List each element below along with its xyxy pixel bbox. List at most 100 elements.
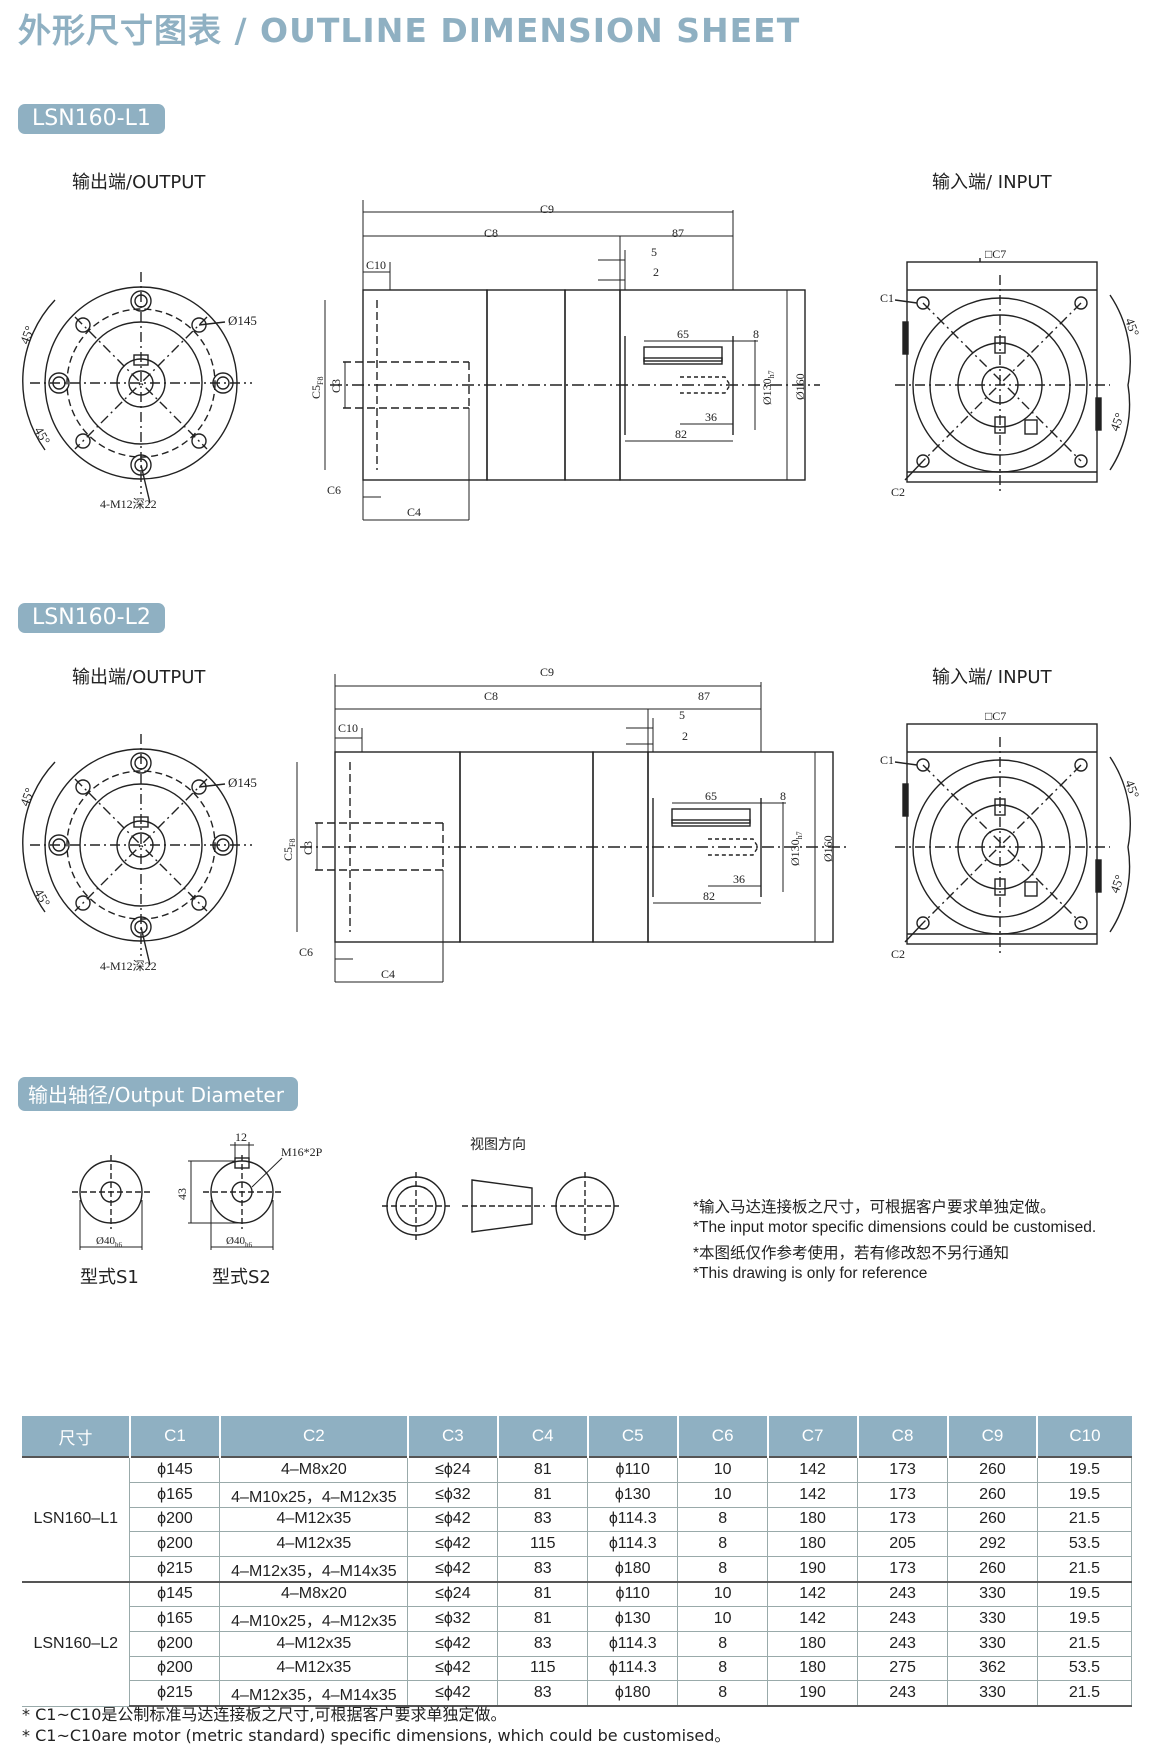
table-cell: ϕ180	[587, 1555, 679, 1582]
dim-c7: □C7	[985, 247, 1006, 261]
dim-c2: C2	[891, 485, 905, 499]
table-cell: ≤ϕ42	[407, 1631, 499, 1657]
column-header: C6	[676, 1416, 768, 1457]
table-cell: ϕ130	[587, 1481, 679, 1508]
angle-label: 45°	[17, 786, 37, 808]
table-cell: 81	[497, 1606, 589, 1632]
table-cell: 243	[857, 1580, 949, 1607]
table-cell: 115	[497, 1655, 589, 1681]
table-cell: 330	[947, 1631, 1038, 1657]
column-header: C9	[946, 1416, 1038, 1457]
table-cell: 180	[767, 1506, 859, 1532]
table-cell: ϕ110	[587, 1456, 679, 1483]
dim-65: 65	[705, 789, 717, 803]
table-cell: 81	[497, 1456, 589, 1483]
table-cell: 10	[677, 1606, 769, 1632]
dim-87: 87	[698, 689, 710, 703]
table-cell: ≤ϕ42	[407, 1555, 499, 1582]
output-view-label: 输出端/OUTPUT	[72, 172, 206, 193]
table-cell: 21.5	[1036, 1506, 1133, 1532]
table-cell: 4–M12x35	[219, 1631, 409, 1657]
table-cell: ϕ114.3	[587, 1631, 679, 1657]
dim-c8: C8	[484, 689, 498, 703]
table-cell: 21.5	[1036, 1555, 1133, 1582]
angle-label: 45°	[1122, 778, 1142, 800]
table-cell: 4–M12x35，4–M14x35	[219, 1680, 409, 1707]
table-cell: 8	[677, 1531, 769, 1557]
s2-dim: Ø40h6	[226, 1235, 252, 1249]
note-3: *本图纸仅作参考使用，若有修改恕不另行通知	[693, 1245, 1010, 1262]
table-cell: 115	[497, 1531, 589, 1557]
table-cell: 4–M12x35，4–M14x35	[219, 1555, 409, 1582]
table-cell: ≤ϕ42	[407, 1655, 499, 1681]
model-cell: LSN160–L1	[22, 1456, 131, 1582]
table-cell: 260	[947, 1506, 1038, 1532]
table-cell: 81	[497, 1481, 589, 1508]
dim-c3: C3	[329, 379, 343, 393]
table-cell: 10	[677, 1580, 769, 1607]
column-header: C4	[496, 1416, 588, 1457]
table-cell: 4–M8x20	[219, 1580, 409, 1607]
table-cell: ≤ϕ24	[407, 1580, 499, 1607]
table-cell: ≤ϕ32	[407, 1481, 499, 1508]
table-cell: 19.5	[1036, 1580, 1133, 1607]
table-cell: 173	[857, 1555, 949, 1582]
view-direction-label: 视图方向	[470, 1137, 526, 1153]
dim-subscript: h6	[115, 1241, 123, 1249]
page-title: 外形尺寸图表 / OUTLINE DIMENSION SHEET	[18, 11, 801, 50]
table-cell: ≤ϕ32	[407, 1606, 499, 1632]
dim-c9: C9	[540, 202, 554, 216]
dim-subscript: h6	[245, 1241, 253, 1249]
table-cell: 180	[767, 1655, 859, 1681]
input-view-label: 输入端/ INPUT	[932, 172, 1052, 193]
table-cell: 173	[857, 1481, 949, 1508]
dim-c3: C3	[301, 841, 315, 855]
note-2: *The input motor specific dimensions cou…	[693, 1219, 1097, 1236]
dim-145: Ø145	[228, 775, 257, 790]
table-cell: ≤ϕ42	[407, 1680, 499, 1707]
table-cell: 243	[857, 1680, 949, 1707]
column-header: C1	[128, 1416, 220, 1457]
angle-label: 45°	[1107, 873, 1127, 895]
table-cell: 10	[677, 1456, 769, 1483]
table-cell: 4–M12x35	[219, 1655, 409, 1681]
angle-label: 45°	[1107, 411, 1127, 433]
column-header: C10	[1036, 1416, 1132, 1457]
table-cell: 19.5	[1036, 1481, 1133, 1508]
table-cell: 362	[947, 1655, 1038, 1681]
s2-width: 12	[235, 1130, 247, 1144]
table-cell: 330	[947, 1580, 1038, 1607]
table-cell: ≤ϕ42	[407, 1531, 499, 1557]
dim-8: 8	[753, 327, 759, 341]
dim-130: Ø130h7	[760, 370, 776, 405]
table-cell: ϕ200	[129, 1655, 221, 1681]
dim-160: Ø160	[793, 373, 807, 400]
table-cell: 83	[497, 1506, 589, 1532]
output-view-label: 输出端/OUTPUT	[72, 667, 206, 688]
dim-82: 82	[703, 889, 715, 903]
dim-c9: C9	[540, 665, 554, 679]
table-cell: ϕ180	[587, 1680, 679, 1707]
dim-c1: C1	[880, 753, 894, 767]
dim-subscript: h7	[795, 831, 804, 839]
table-cell: ϕ114.3	[587, 1506, 679, 1532]
dim-145: Ø145	[228, 313, 257, 328]
dim-8: 8	[780, 789, 786, 803]
table-cell: 4–M12x35	[219, 1531, 409, 1557]
angle-label: 45°	[17, 324, 37, 346]
dim-5: 5	[679, 708, 685, 722]
table-cell: 19.5	[1036, 1606, 1133, 1632]
table-header-row: 尺寸 C1 C2 C3 C4 C5 C6 C7 C8 C9 C10	[22, 1416, 1132, 1457]
column-header: C2	[218, 1416, 408, 1457]
